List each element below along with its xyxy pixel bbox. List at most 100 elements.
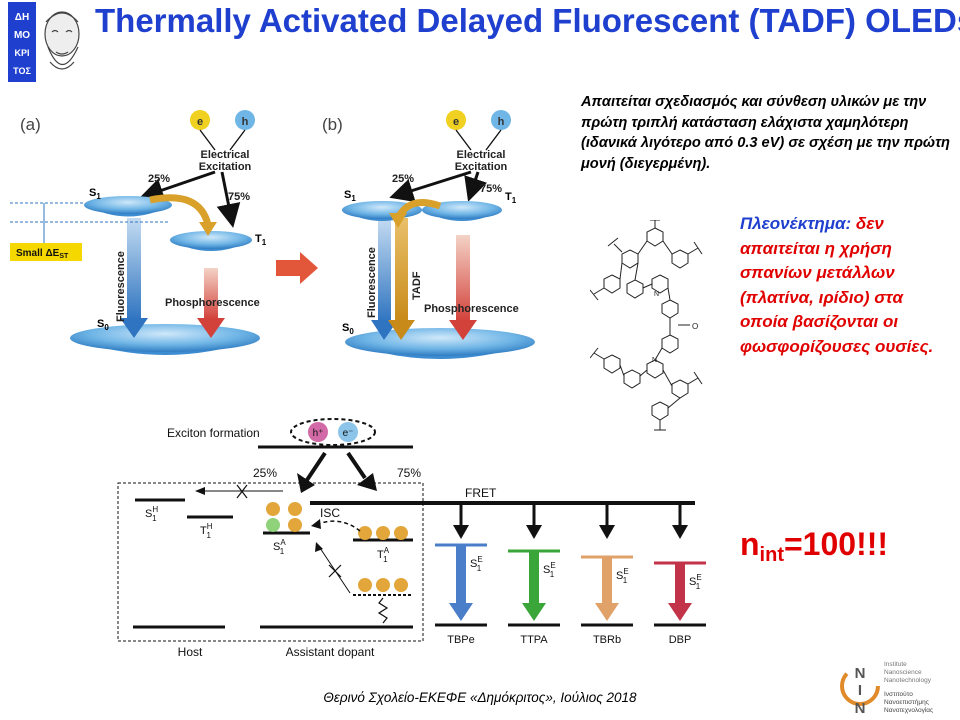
s1-disk-a <box>84 196 172 214</box>
ring-4 <box>603 274 621 294</box>
arrow-75-head <box>357 473 377 491</box>
small-gap-label: Small ΔEST <box>16 248 69 260</box>
logo-text-1: ΔΗ <box>15 12 29 23</box>
excitation-a-line1: Electrical <box>201 149 250 161</box>
fluorescence-arrow-b <box>378 218 391 322</box>
t1-disk-a <box>170 231 252 249</box>
hole-b-label: h <box>498 116 505 128</box>
t1-b-label: T1 <box>505 191 517 205</box>
panel-b-label: (b) <box>322 115 343 134</box>
emitter-name-tbpe: TBPe <box>447 634 475 646</box>
dopant-exciton-2 <box>288 502 302 516</box>
advantage-label: Πλεονέκτημα: <box>740 214 852 233</box>
dopant-exciton-3 <box>266 518 280 532</box>
dopant-exciton-1 <box>266 502 280 516</box>
emission-arrowhead-ttpa <box>522 603 546 621</box>
blocked-cross-2 <box>236 484 248 499</box>
nint-base: n <box>740 526 760 562</box>
nint-value: =100!!! <box>783 526 889 562</box>
isc-label: ISC <box>320 506 340 520</box>
logo-text-3: ΚΡΙ <box>14 48 29 58</box>
tadf-energy-diagrams: (a) e h Electrical Excitation 25% 75% S0… <box>10 110 535 359</box>
ring-3 <box>621 249 639 269</box>
fluorescence-arrowhead-a <box>120 318 148 338</box>
emission-arrowhead-tbrb <box>595 603 619 621</box>
s0-b-label: S0 <box>342 322 354 336</box>
nonradiative-decay-icon <box>377 597 389 624</box>
dopant-lower-exciton-3 <box>394 578 408 592</box>
emitter-name-tbrb: TBRb <box>593 634 621 646</box>
ring-6 <box>651 274 669 294</box>
fret-drop-head-ttpa <box>526 525 542 539</box>
logo-text-4: ΤΟΣ <box>13 66 31 76</box>
s1-a-label: S1 <box>89 187 101 201</box>
ring-9 <box>646 359 664 379</box>
exciton-formation-label: Exciton formation <box>167 426 260 440</box>
demokritos-logo: ΔΗ ΜΟ ΚΡΙ ΤΟΣ <box>8 2 80 82</box>
fluorescence-b-label: Fluorescence <box>366 247 378 318</box>
dopant-triplet-exciton-3 <box>394 526 408 540</box>
electron-label: e⁻ <box>343 428 354 439</box>
institute-en-3: Nanotechnology <box>884 677 932 684</box>
emission-arrowhead-tbpe <box>449 603 473 621</box>
dopant-lower-exciton-2 <box>376 578 390 592</box>
excitation-a-line2: Excitation <box>199 161 252 173</box>
excitation-b-line2: Excitation <box>455 161 508 173</box>
institute-letter-2: I <box>858 682 862 699</box>
t1-disk-b <box>422 201 502 219</box>
advantage-text: Πλεονέκτημα: δεν απαιτείται η χρήση σπαν… <box>740 212 945 360</box>
slide-title: Thermally Activated Delayed Fluorescent … <box>95 2 960 39</box>
ring-8 <box>661 334 679 354</box>
carbonyl-o-label: O <box>692 322 698 331</box>
arrow-b-to-t1 <box>464 171 488 202</box>
ring-2 <box>671 249 689 269</box>
pct-singlet-b: 25% <box>392 173 414 185</box>
requirement-text: Απαιτείται σχεδιασμός και σύνθεση υλικών… <box>581 94 950 172</box>
logo-bar <box>8 2 36 82</box>
institute-logo-arc-icon <box>840 666 880 706</box>
electron-a-icon <box>190 110 210 130</box>
hole-a-label: h <box>242 116 249 128</box>
ring-1 <box>646 227 664 247</box>
fluorescence-arrow-a <box>127 218 141 320</box>
emitter-name-dbp: DBP <box>669 634 692 646</box>
arrow-b-to-s1 <box>389 170 472 203</box>
ring-10 <box>603 354 621 374</box>
fret-label: FRET <box>465 486 497 500</box>
ring-11 <box>623 369 641 389</box>
phosphorescence-b-label: Phosphorescence <box>424 303 519 315</box>
arrow-a-to-s1 <box>139 170 216 202</box>
s1-b-label: S1 <box>344 189 356 203</box>
host-dopant-dashed-box <box>117 482 424 642</box>
small-gap-box <box>10 243 82 261</box>
electron-a-line <box>199 129 216 151</box>
institute-gr-2: Νανοεπιστήμης <box>884 699 929 706</box>
t1-a-label: T1 <box>255 233 267 247</box>
tadf-arrow <box>395 218 408 322</box>
pct-25-label: 25% <box>253 466 277 480</box>
advantage-body: δεν απαιτείται η χρήση σπανίων μετάλλων … <box>740 214 934 356</box>
arrow-a-to-t1 <box>216 171 241 228</box>
hole-icon <box>308 422 328 442</box>
fret-drop-head-dbp <box>672 525 688 539</box>
pct-triplet-b: 75% <box>480 183 502 195</box>
electron-a-label: e <box>197 116 203 128</box>
arrow-75-line <box>346 451 367 480</box>
nint-sub: int <box>759 544 784 566</box>
tadf-arrowhead <box>388 320 415 340</box>
logo-text-2: ΜΟ <box>14 30 30 41</box>
n-atom-2: N <box>652 357 657 364</box>
institute-letter-1: N <box>855 665 866 682</box>
internal-efficiency: nint=100!!! <box>740 526 888 567</box>
isc-arrowhead-a <box>199 222 217 236</box>
host-label: Host <box>178 645 203 659</box>
hole-b-icon <box>491 110 511 130</box>
institute-logo: N I N Institute Nanoscience Nanotechnolo… <box>840 661 933 717</box>
dopant-triplet-exciton-2 <box>376 526 390 540</box>
